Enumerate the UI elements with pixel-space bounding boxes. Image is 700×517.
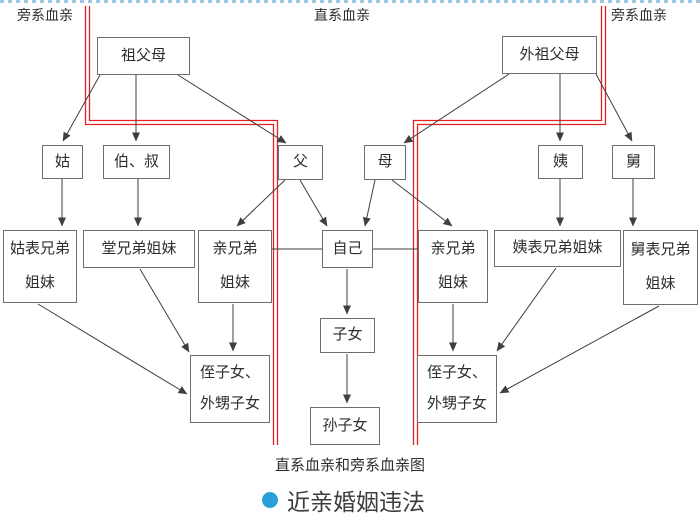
node-mother: 母: [364, 145, 406, 180]
dotted-top-border: [0, 0, 700, 3]
diagram-caption: 直系血亲和旁系血亲图: [274, 458, 425, 474]
node-paternal-aunt: 姑: [42, 145, 83, 179]
node-yi-cousins: 姨表兄弟姐妹: [494, 230, 621, 267]
arrow-yi-cousins-to-nephewsR: [496, 267, 557, 352]
node-maternal-grandparents: 外祖父母: [502, 36, 597, 74]
arrow-mgrandparents-to-mother: [403, 73, 510, 144]
node-paternal-grandparents: 祖父母: [97, 37, 190, 75]
node-nephews-right: 侄子女、 外甥子女: [417, 355, 497, 423]
node-siblings-right: 亲兄弟 姐妹: [418, 230, 488, 303]
arrow-gu-cousins-to-nephewsL: [37, 303, 188, 395]
arrow-father-to-siblings-left: [236, 179, 286, 227]
label-collateral-left: 旁系血亲: [17, 9, 73, 24]
node-tang-cousins: 堂兄弟姐妹: [83, 230, 195, 268]
arrow-mgrandparents-to-jiu: [595, 73, 633, 142]
node-siblings-left: 亲兄弟 姐妹: [198, 230, 272, 303]
label-collateral-right: 旁系血亲: [611, 9, 667, 24]
node-maternal-uncle: 舅: [612, 145, 655, 179]
arrow-grandparents-to-father: [177, 74, 287, 144]
node-jiu-cousins: 舅表兄弟 姐妹: [623, 230, 698, 305]
node-nephews-left: 侄子女、 外甥子女: [190, 355, 270, 423]
bullet-dot-icon: [262, 492, 278, 508]
bullet-list-item: 近亲婚姻违法: [262, 483, 425, 517]
red-boundary-right-outer: [416, 6, 607, 445]
label-direct-center: 直系血亲: [314, 9, 370, 24]
node-father: 父: [278, 145, 323, 180]
red-boundary-right-inner: [412, 6, 603, 445]
arrow-father-to-self: [299, 179, 328, 227]
red-boundary-left-inner: [88, 6, 279, 445]
node-paternal-uncles: 伯、叔: [103, 145, 170, 179]
node-grandchildren: 孙子女: [310, 407, 380, 445]
node-children: 子女: [320, 318, 375, 353]
node-maternal-aunt: 姨: [538, 145, 583, 179]
red-boundary-left-outer: [84, 6, 275, 445]
arrow-jiu-cousins-to-nephewsR: [499, 305, 660, 394]
bullet-item-text: 近亲婚姻违法: [287, 490, 425, 515]
arrow-grandparents-to-gu: [62, 74, 101, 142]
arrow-mother-to-self: [362, 179, 376, 227]
arrow-tang-to-nephewsL: [139, 268, 190, 353]
node-self: 自己: [322, 230, 373, 268]
arrow-mother-to-siblings-right: [391, 179, 453, 227]
node-gu-cousins: 姑表兄弟 姐妹: [3, 230, 77, 303]
